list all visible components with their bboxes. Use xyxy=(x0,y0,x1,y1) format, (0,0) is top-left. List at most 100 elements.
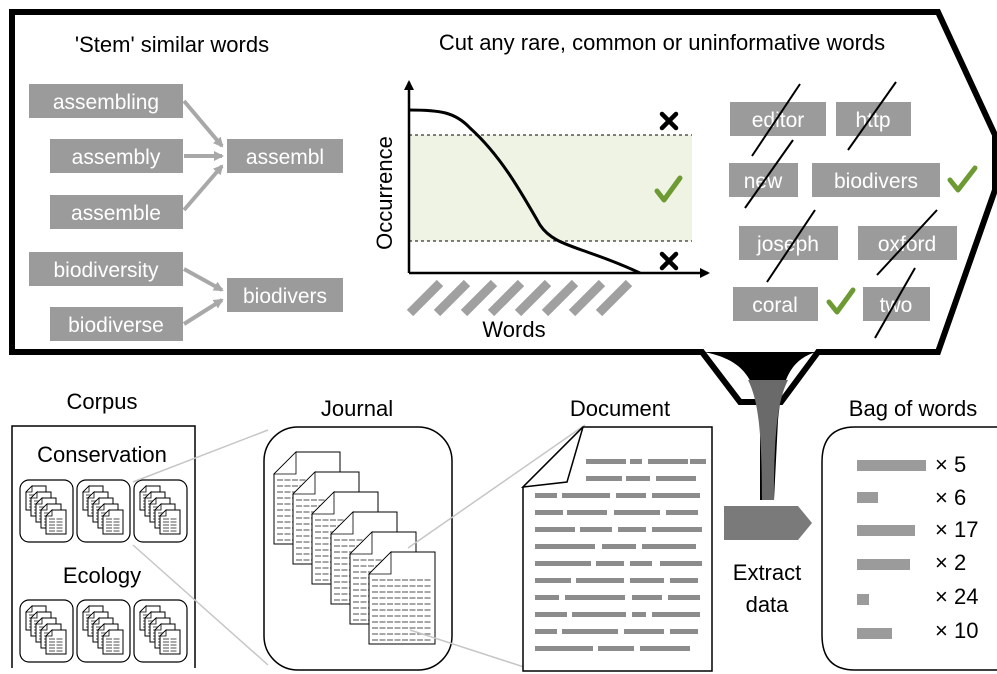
text-line xyxy=(630,578,664,583)
strike-line xyxy=(751,83,801,157)
bag-of-words-title: Bag of words xyxy=(849,396,977,421)
text-line xyxy=(562,493,610,498)
x-axis-label: Words xyxy=(482,317,545,342)
corpus-group-label: Conservation xyxy=(37,442,167,467)
filtered-words: editor http new biodivers joseph oxford … xyxy=(729,81,978,339)
word-bar xyxy=(857,559,910,570)
word-box xyxy=(729,163,798,197)
text-line xyxy=(562,629,618,634)
stem-results: assembl biodivers xyxy=(227,139,343,312)
journal-document-stack xyxy=(273,451,436,645)
text-line xyxy=(535,493,557,498)
stem-source-words: assembling assembly assemble biodiversit… xyxy=(29,84,183,341)
word-label: biodiversity xyxy=(53,259,159,282)
stem-arrow xyxy=(182,99,224,148)
word-box xyxy=(730,102,826,136)
text-line xyxy=(535,612,567,617)
text-line xyxy=(602,544,636,549)
word-box xyxy=(29,84,183,118)
text-line xyxy=(642,544,696,549)
text-line xyxy=(652,527,702,532)
stem-arrows xyxy=(182,99,224,326)
text-line xyxy=(652,493,700,498)
funnel-shade xyxy=(748,380,788,500)
text-line xyxy=(648,459,688,464)
check-icon xyxy=(826,287,856,315)
word-label: coral xyxy=(752,294,798,317)
word-ticks xyxy=(406,279,633,317)
check-icon xyxy=(947,165,978,193)
zoom-line xyxy=(132,429,269,483)
kept-band xyxy=(409,135,692,241)
journal-icon xyxy=(19,479,74,543)
word-label: oxford xyxy=(878,233,936,256)
text-line xyxy=(567,510,607,515)
corpus-journals xyxy=(19,479,188,663)
stemming-title: 'Stem' similar words xyxy=(75,32,269,57)
text-line xyxy=(535,646,593,651)
text-line xyxy=(626,476,650,481)
text-line xyxy=(624,629,664,634)
document-icon xyxy=(368,551,436,645)
text-line xyxy=(535,527,575,532)
bag-of-words-frame xyxy=(821,426,997,671)
text-line xyxy=(632,595,662,600)
stem-box xyxy=(227,139,343,173)
document-text-lines xyxy=(535,459,706,651)
word-bar xyxy=(857,628,892,639)
text-line xyxy=(632,612,646,617)
text-line xyxy=(670,578,698,583)
word-box xyxy=(50,195,183,229)
cross-icon xyxy=(659,111,679,131)
journal-icon xyxy=(133,599,188,663)
y-axis-label: Occurrence xyxy=(372,136,397,250)
word-box xyxy=(29,252,183,286)
text-line xyxy=(576,578,624,583)
strike-line xyxy=(874,267,916,339)
word-bar xyxy=(857,594,869,605)
text-line xyxy=(535,561,591,566)
word-count: × 5 xyxy=(935,452,966,477)
word-box xyxy=(739,226,838,260)
word-label: assembly xyxy=(72,146,161,169)
bag-of-words-entries: × 5 × 6 × 17 × 2 × 24 × 10 xyxy=(857,452,978,643)
text-line xyxy=(586,459,626,464)
word-box xyxy=(733,287,818,321)
word-label: joseph xyxy=(756,233,819,256)
strike-line xyxy=(744,139,794,209)
text-line xyxy=(535,510,563,515)
document-icon xyxy=(159,629,181,655)
filtering-title: Cut any rare, common or uninformative wo… xyxy=(439,30,885,55)
text-line xyxy=(640,646,690,651)
stem-label: biodivers xyxy=(243,285,327,308)
word-label: two xyxy=(880,294,913,317)
stem-label: assembl xyxy=(246,146,324,169)
word-label: biodiverse xyxy=(68,314,164,337)
word-label: biodivers xyxy=(834,170,918,193)
word-bar xyxy=(857,460,926,471)
journal-icon xyxy=(133,479,188,543)
text-line xyxy=(614,510,660,515)
text-line xyxy=(586,476,622,481)
word-box xyxy=(50,139,183,173)
stem-box xyxy=(227,278,343,312)
extract-label-line1: Extract xyxy=(733,560,801,585)
word-count: × 6 xyxy=(935,485,966,510)
text-line xyxy=(630,561,652,566)
zoom-line xyxy=(132,544,269,666)
document-icon xyxy=(45,629,67,655)
word-label: assembling xyxy=(53,91,159,114)
journal-icon xyxy=(19,599,74,663)
corpus-frame xyxy=(11,425,196,668)
text-line xyxy=(618,527,646,532)
text-line xyxy=(656,476,696,481)
text-line xyxy=(668,595,700,600)
document-page xyxy=(520,426,713,672)
stem-arrow xyxy=(182,164,224,212)
word-bar xyxy=(857,492,878,503)
text-line xyxy=(572,612,626,617)
text-line xyxy=(535,578,571,583)
document-icon xyxy=(102,509,124,535)
word-count: × 2 xyxy=(935,550,966,575)
